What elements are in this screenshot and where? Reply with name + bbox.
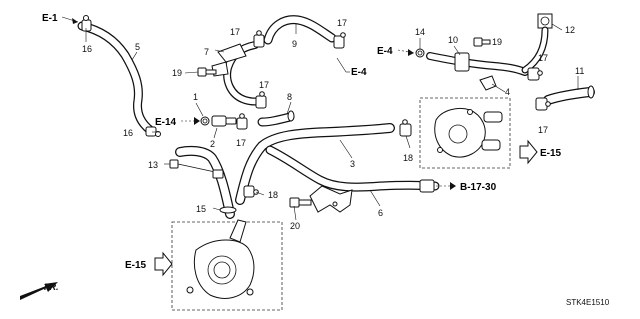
ref-e14: E-14 bbox=[155, 117, 177, 128]
clamp-17-e bbox=[527, 67, 543, 81]
callout-17-a: 17 bbox=[230, 27, 240, 37]
callout-14: 14 bbox=[415, 27, 425, 37]
e4-left-arrow bbox=[397, 49, 415, 56]
ref-e1: E-1 bbox=[42, 13, 58, 24]
ref-e4-left: E-4 bbox=[377, 46, 393, 57]
pipe-6 bbox=[265, 145, 440, 193]
e15-right-arrow bbox=[519, 139, 538, 165]
hose-11 bbox=[543, 85, 595, 105]
clamp-16-top bbox=[81, 15, 92, 32]
leader-lines bbox=[85, 23, 579, 221]
hose-9 bbox=[263, 15, 337, 45]
bolt-19-right bbox=[473, 37, 491, 47]
ref-e15-right: E-15 bbox=[540, 148, 562, 159]
o-ring-15 bbox=[219, 206, 237, 214]
pipe-12-link bbox=[521, 26, 549, 74]
callout-1: 1 bbox=[193, 92, 198, 102]
callout-10: 10 bbox=[448, 35, 458, 45]
clamp-17-c bbox=[255, 91, 267, 109]
clamp-17-f bbox=[535, 97, 551, 111]
e1-arrow bbox=[61, 16, 79, 24]
bolt-20 bbox=[289, 197, 312, 208]
clamp-12 bbox=[537, 13, 553, 29]
callout-17-e: 17 bbox=[538, 53, 548, 63]
callout-17-d: 17 bbox=[236, 138, 246, 148]
front-label: FR. bbox=[44, 282, 59, 292]
callout-5: 5 bbox=[135, 42, 140, 52]
ref-e15-left: E-15 bbox=[125, 260, 147, 271]
ref-e4-top: E-4 bbox=[351, 67, 367, 78]
bolt-19-left bbox=[197, 67, 217, 77]
b1730-arrow bbox=[436, 182, 456, 190]
callout-9: 9 bbox=[292, 39, 297, 49]
callout-17-f: 17 bbox=[538, 125, 548, 135]
water-outlet-box bbox=[419, 97, 511, 169]
callout-13: 13 bbox=[148, 160, 158, 170]
callout-6: 6 bbox=[378, 208, 383, 218]
callout-16-top: 16 bbox=[82, 44, 92, 54]
callout-19-left: 19 bbox=[172, 68, 182, 78]
drawing-code: STK4E1510 bbox=[566, 298, 610, 307]
callout-15: 15 bbox=[196, 204, 206, 214]
pipe-3 bbox=[175, 123, 395, 219]
callout-11: 11 bbox=[575, 66, 584, 76]
callout-19-right: 19 bbox=[492, 37, 502, 47]
front-arrow bbox=[20, 282, 58, 300]
ref-b1730: B-17-30 bbox=[460, 182, 497, 193]
bracket-pipe-6 bbox=[309, 185, 353, 213]
callout-7: 7 bbox=[204, 47, 209, 57]
washer-14 bbox=[415, 48, 425, 58]
callout-3: 3 bbox=[350, 159, 355, 169]
joint-1-2 bbox=[200, 115, 237, 127]
clamp-18-right bbox=[399, 119, 412, 137]
pipe-10 bbox=[426, 52, 529, 91]
callout-4: 4 bbox=[505, 87, 510, 97]
clamp-17-a bbox=[253, 30, 265, 48]
clamp-17-d bbox=[236, 113, 248, 130]
callout-8: 8 bbox=[287, 92, 292, 102]
clamp-17-b bbox=[333, 32, 346, 49]
callout-18-right: 18 bbox=[403, 153, 413, 163]
callout-12: 12 bbox=[565, 25, 575, 35]
e14-arrow bbox=[181, 117, 200, 125]
pipe-7 bbox=[211, 41, 266, 106]
e15-left-arrow bbox=[154, 251, 173, 277]
hose-5 bbox=[77, 21, 155, 135]
thermostat-housing-box bbox=[171, 219, 283, 311]
callout-16-bottom: 16 bbox=[123, 128, 133, 138]
clamp-18-lower bbox=[243, 185, 259, 198]
callout-2: 2 bbox=[210, 139, 215, 149]
callout-18-lower: 18 bbox=[268, 190, 278, 200]
hose-8 bbox=[257, 110, 295, 127]
callout-17-c: 17 bbox=[259, 80, 269, 90]
callout-17-b: 17 bbox=[337, 18, 347, 28]
callout-20: 20 bbox=[290, 221, 300, 231]
clamp-16-bottom bbox=[145, 126, 161, 137]
